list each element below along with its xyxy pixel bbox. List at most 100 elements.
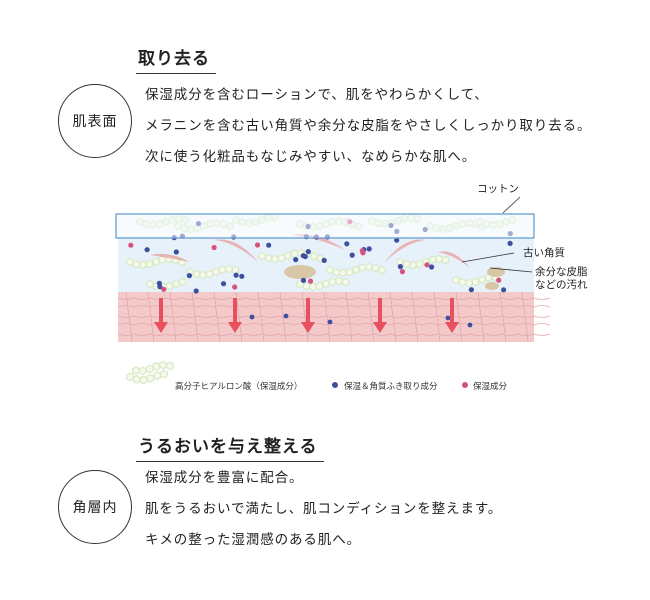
hyaluronic-hexagon (346, 268, 352, 275)
legend-hexagon (154, 372, 161, 380)
section2-badge: 角層内 (58, 470, 132, 544)
section2-line: キメの整った湿潤感のある肌へ。 (145, 525, 502, 556)
hyaluronic-hexagon (127, 258, 133, 265)
hyaluronic-hexagon (327, 266, 333, 273)
legend-hexagon (153, 363, 160, 371)
penetrating-dot (328, 320, 333, 325)
moisture-keratin-dot (322, 258, 327, 263)
hyaluronic-hexagon (466, 279, 472, 286)
hyaluronic-hexagon (372, 265, 378, 272)
hyaluronic-hexagon (342, 279, 348, 286)
legend-hexagon (160, 361, 167, 369)
moisture-dot (360, 250, 365, 255)
legend-hexagon (133, 367, 140, 375)
hyaluronic-hexagon (336, 277, 342, 284)
penetrating-dot (468, 323, 473, 328)
sebum-label-line1: 余分な皮脂 (535, 266, 588, 279)
legend-moisture-keratin-label: 保湿＆角質ふき取り成分 (344, 380, 438, 392)
moisture-dot (212, 245, 217, 250)
moisture-dot (232, 284, 237, 289)
moisture-keratin-dot (469, 287, 474, 292)
moisture-keratin-dot (187, 273, 192, 278)
hyaluronic-hexagon (200, 271, 206, 278)
legend-hexagon (134, 376, 141, 384)
legend-hexagon (140, 376, 147, 384)
hyaluronic-hexagon (323, 280, 329, 287)
section2-description: 保湿成分を豊富に配合。 肌をうるおいで満たし、肌コンディションを整えます。 キメ… (145, 463, 502, 556)
hyaluronic-hexagon (153, 258, 159, 265)
hyaluronic-hexagon (403, 261, 409, 268)
hyaluronic-hexagon (410, 261, 416, 268)
hyaluronic-hexagon (436, 255, 442, 262)
cotton-pad (116, 214, 534, 238)
cotton-label: コットン (477, 183, 519, 196)
section2-title-underline (136, 461, 324, 462)
hyaluronic-hexagon (429, 256, 435, 263)
sebum-blob (485, 282, 499, 290)
legend-hexagon (146, 365, 153, 373)
legend-hexagon (147, 375, 154, 383)
moisture-keratin-dot (234, 273, 239, 278)
moisture-dot (128, 243, 133, 248)
moisture-keratin-dot (306, 249, 311, 254)
moisture-dot (400, 269, 405, 274)
hyaluronic-hexagon (193, 271, 199, 278)
hyaluronic-hexagon (219, 266, 225, 273)
hyaluronic-hexagon (179, 278, 185, 285)
hyaluronic-hexagon (206, 270, 212, 277)
hyaluronic-hexagon (442, 257, 448, 264)
moisture-keratin-dot (429, 264, 434, 269)
hyaluronic-hexagon (226, 265, 232, 272)
legend-hexagon (167, 362, 174, 370)
moisture-keratin-dot (266, 243, 271, 248)
hyaluronic-hexagon (303, 283, 309, 290)
hyaluronic-hexagon (329, 278, 335, 285)
hyaluronic-hexagon (133, 261, 139, 268)
hyaluronic-hexagon (272, 255, 278, 262)
legend-navy-dot (332, 382, 338, 388)
hyaluronic-hexagon (379, 267, 385, 274)
hyaluronic-hexagon (265, 255, 271, 262)
hyaluronic-hexagon (213, 268, 219, 275)
moisture-keratin-dot (145, 247, 150, 252)
moisture-dot (308, 279, 313, 284)
hyaluronic-hexagon (291, 250, 297, 257)
moisture-keratin-dot (239, 274, 244, 279)
moisture-keratin-dot (344, 241, 349, 246)
section2-title: うるおいを与え整える (138, 432, 318, 457)
hyaluronic-hexagon (453, 276, 459, 283)
hyaluronic-hexagon (310, 283, 316, 290)
hyaluronic-hexagon (140, 261, 146, 268)
hyaluronic-hexagon (479, 276, 485, 283)
moisture-keratin-dot (301, 278, 306, 283)
moisture-keratin-dot (350, 253, 355, 258)
hyaluronic-hexagon (416, 260, 422, 267)
moisture-dot (424, 262, 429, 267)
moisture-keratin-dot (508, 241, 513, 246)
penetrating-dot (250, 315, 255, 320)
hyaluronic-hexagon (316, 282, 322, 289)
moisture-keratin-dot (194, 288, 199, 293)
moisture-keratin-dot (293, 257, 298, 262)
hyaluronic-hexagon (311, 253, 317, 260)
sebum-label: 余分な皮脂 などの汚れ (535, 266, 588, 292)
sebum-label-line2: などの汚れ (535, 279, 588, 292)
hyaluronic-hexagon (146, 260, 152, 267)
moisture-keratin-dot (221, 281, 226, 286)
moisture-dot (161, 287, 166, 292)
section2-badge-label: 角層内 (73, 497, 118, 517)
hyaluronic-hexagon (232, 267, 238, 274)
moisture-dot (496, 278, 501, 283)
hyaluronic-hexagon (278, 254, 284, 261)
hyaluronic-hexagon (353, 266, 359, 273)
section2-line: 保湿成分を豊富に配合。 (145, 463, 502, 494)
hyaluronic-hexagon (459, 279, 465, 286)
legend-moisture-label: 保湿成分 (473, 380, 507, 392)
legend-hexagon (127, 373, 134, 381)
skin-layer (118, 292, 550, 342)
hyaluronic-hexagon (147, 280, 153, 287)
legend-pink-dot (462, 382, 468, 388)
moisture-dot (255, 242, 260, 247)
legend-hexagon (140, 367, 147, 375)
sebum-blob (284, 265, 316, 279)
